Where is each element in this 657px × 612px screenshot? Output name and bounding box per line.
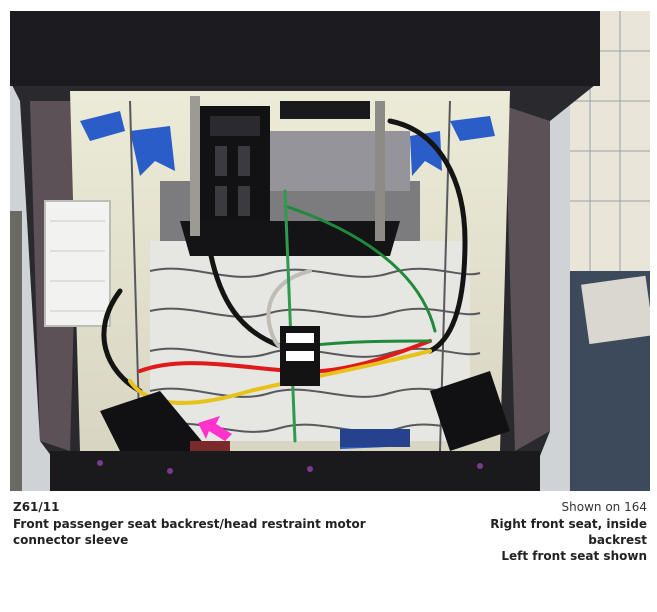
shown-on-label: Shown on 164	[561, 500, 647, 514]
location-note: Right front seat, inside backrest Left f…	[457, 516, 647, 564]
reference-code: Z61/11	[13, 500, 60, 514]
seat-shown-note: Left front seat shown	[501, 549, 647, 563]
seat-backrest-photo	[10, 11, 650, 491]
location-text: Right front seat, inside backrest	[490, 517, 647, 547]
pointer-arrow-icon	[198, 416, 232, 441]
component-description: Front passenger seat backrest/head restr…	[13, 517, 366, 547]
